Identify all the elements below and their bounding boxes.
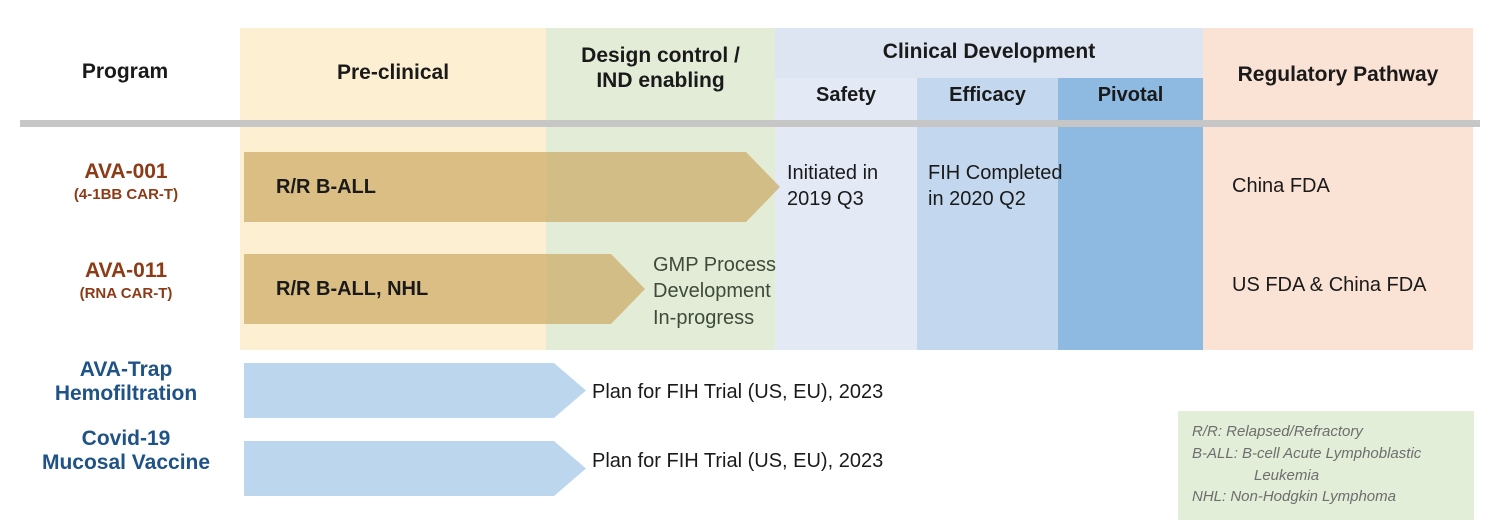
program-label-ava-trap: AVA-Trap Hemofiltration <box>18 358 234 407</box>
design-note-line-3: In-progress <box>653 306 755 329</box>
safety-note-ava-001: Initiated in 2019 Q3 <box>787 160 915 213</box>
efficacy-note-line-2: in 2020 Q2 <box>928 188 1026 211</box>
abbreviation-legend: R/R: Relapsed/Refractory B-ALL: B-cell A… <box>1178 411 1474 520</box>
design-header-line-2: IND enabling <box>596 68 725 92</box>
program-label-ava-011: AVA-011 (RNA CAR-T) <box>18 259 234 303</box>
regulatory-note-ava-001: China FDA <box>1232 175 1330 197</box>
safety-note-line-1: Initiated in <box>787 162 879 184</box>
column-header-regulatory-pathway: Regulatory Pathway <box>1237 63 1439 86</box>
progress-arrow-ava-001: R/R B-ALL <box>244 152 780 222</box>
legend-line-leukemia: Leukemia <box>1254 466 1320 484</box>
design-header-line-1: Design control / <box>581 44 740 67</box>
indication-label-ava-001: R/R B-ALL <box>276 175 376 198</box>
clinical-development-header-band <box>775 28 1203 78</box>
regulatory-note-ava-011: US FDA & China FDA <box>1232 274 1427 296</box>
progress-arrow-ava-trap <box>244 363 586 418</box>
program-name-covid-19-line-2: Mucosal Vaccine <box>41 451 211 475</box>
column-band-efficacy <box>917 28 1058 350</box>
column-header-program: Program <box>81 60 169 83</box>
program-name-ava-001: AVA-001 <box>84 160 168 183</box>
column-header-design-control: Design control / IND enabling <box>546 44 775 94</box>
program-name-ava-011: AVA-011 <box>84 259 168 282</box>
program-label-covid-19: Covid-19 Mucosal Vaccine <box>18 427 234 476</box>
legend-line-ball: B-ALL: B-cell Acute Lymphoblastic <box>1192 444 1422 462</box>
column-header-efficacy: Efficacy <box>949 84 1026 106</box>
column-header-pivotal: Pivotal <box>1097 84 1164 106</box>
legend-line-nhl: NHL: Non-Hodgkin Lymphoma <box>1192 488 1396 506</box>
plan-note-covid-19: Plan for FIH Trial (US, EU), 2023 <box>592 450 884 472</box>
column-band-regulatory <box>1203 28 1473 350</box>
design-note-line-1: GMP Process <box>653 254 776 276</box>
column-header-clinical-development: Clinical Development <box>882 40 1096 63</box>
efficacy-note-line-1: FIH Completed <box>928 162 1063 184</box>
indication-label-ava-011: R/R B-ALL, NHL <box>276 277 429 300</box>
design-note-ava-011: GMP Process Development In-progress <box>653 252 783 331</box>
program-name-ava-trap-line-2: Hemofiltration <box>54 382 198 406</box>
header-divider-rule <box>20 120 1480 127</box>
program-label-ava-001: AVA-001 (4-1BB CAR-T) <box>18 160 234 204</box>
progress-arrow-ava-011: R/R B-ALL, NHL <box>244 254 645 324</box>
program-subtitle-ava-011: (RNA CAR-T) <box>79 285 173 303</box>
column-band-pivotal <box>1058 28 1203 350</box>
program-subtitle-ava-001: (4-1BB CAR-T) <box>73 186 179 204</box>
column-header-safety: Safety <box>815 84 877 106</box>
column-header-preclinical: Pre-clinical <box>336 61 450 84</box>
program-name-ava-trap-line-1: AVA-Trap <box>79 358 173 381</box>
legend-line-rr: R/R: Relapsed/Refractory <box>1192 423 1363 440</box>
plan-note-ava-trap: Plan for FIH Trial (US, EU), 2023 <box>592 381 884 403</box>
progress-arrow-covid-19 <box>244 441 586 496</box>
column-band-safety <box>775 28 917 350</box>
safety-note-line-2: 2019 Q3 <box>787 188 864 211</box>
design-note-line-2: Development <box>653 280 771 303</box>
efficacy-note-ava-001: FIH Completed in 2020 Q2 <box>928 160 1078 213</box>
program-name-covid-19-line-1: Covid-19 <box>81 427 171 450</box>
